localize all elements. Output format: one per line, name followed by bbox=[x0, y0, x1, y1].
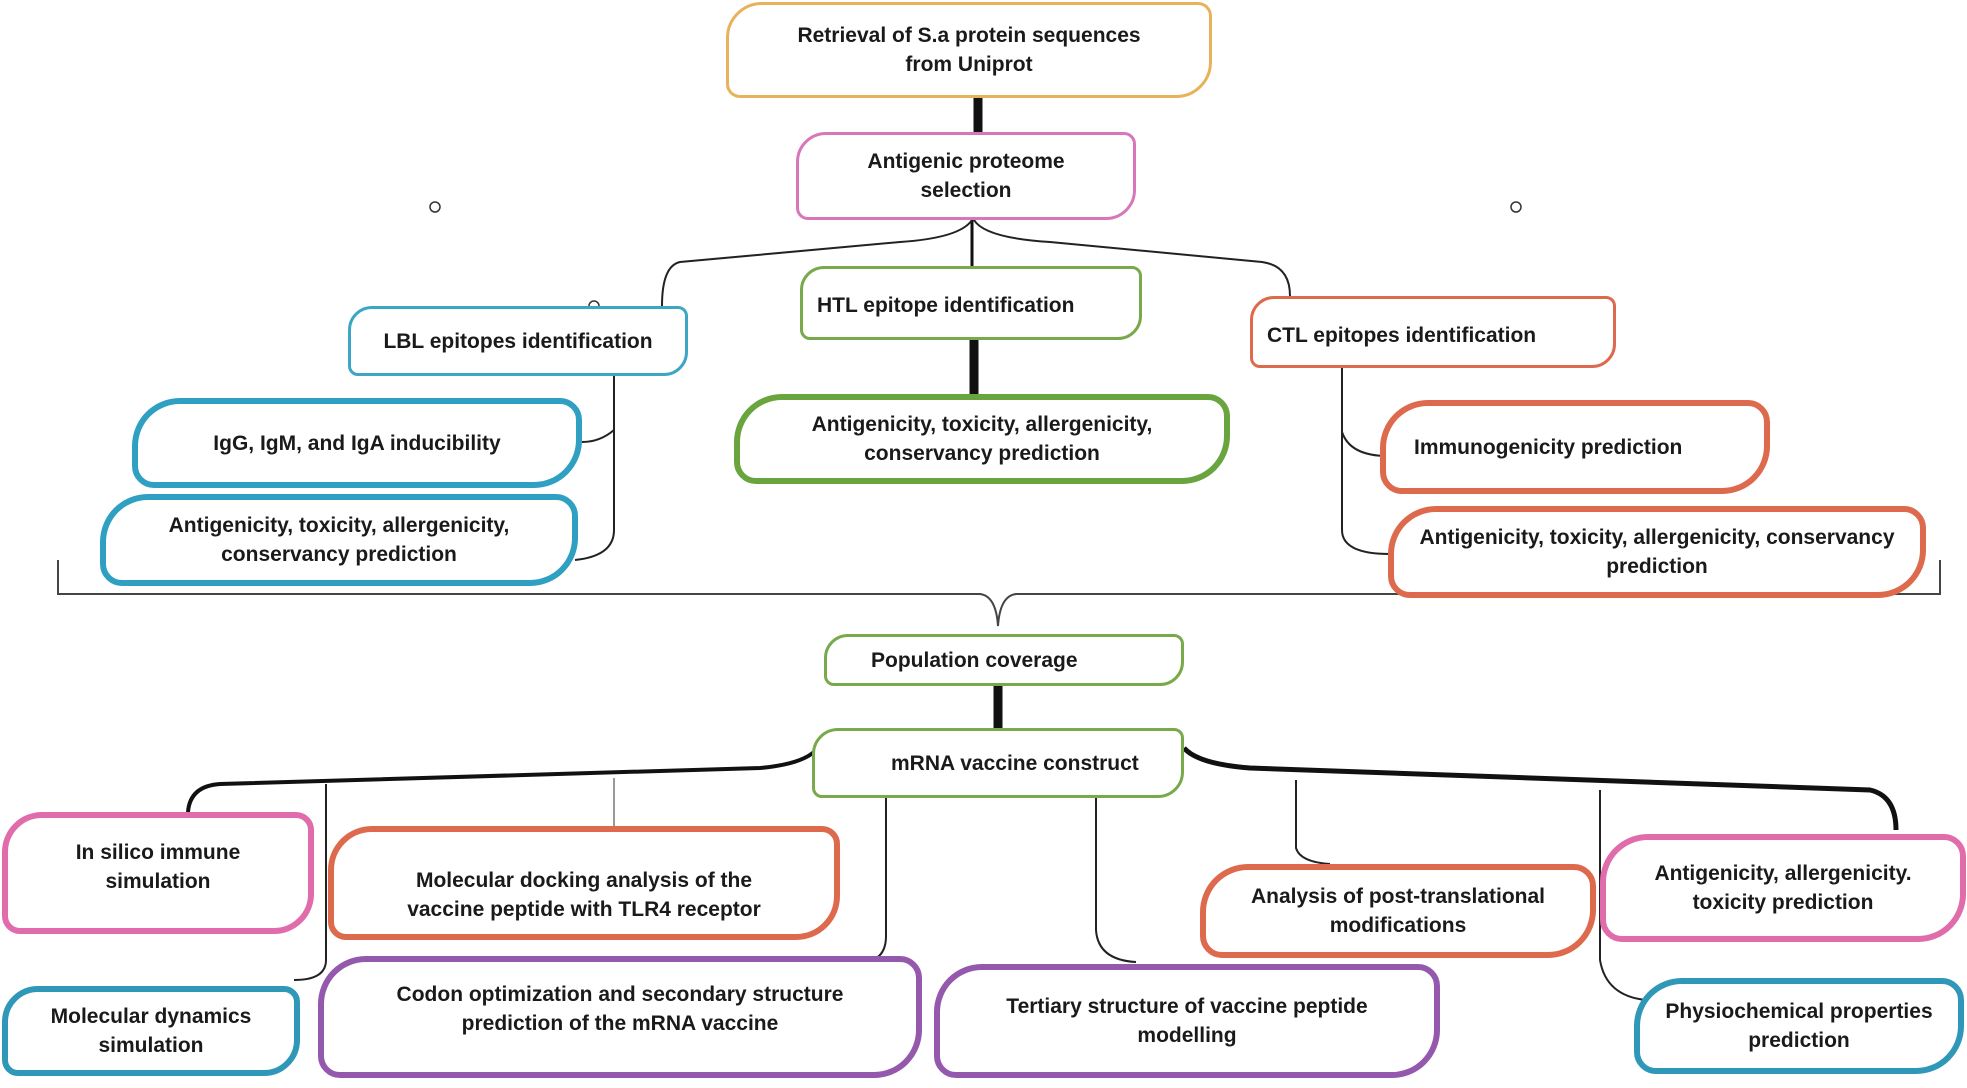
connector-md bbox=[293, 784, 327, 981]
node-ctl-label: CTL epitopes identification bbox=[1267, 324, 1537, 347]
node-ptm-label: Analysis of post-translational modificat… bbox=[1250, 885, 1546, 937]
node-ctl-prediction: Antigenicity, toxicity, allergenicity, c… bbox=[1388, 506, 1926, 598]
node-docking-label: Molecular docking analysis of the vaccin… bbox=[407, 869, 761, 921]
connector-mrna-right bbox=[1182, 746, 1899, 831]
connector-lbl-bracket bbox=[574, 376, 615, 561]
node-htl-label: HTL epitope identification bbox=[817, 294, 1075, 317]
node-igg-label: IgG, IgM, and IgA inducibility bbox=[213, 431, 501, 455]
node-ctl: CTL epitopes identification bbox=[1250, 296, 1616, 368]
node-immunogenicity-label: Immunogenicity prediction bbox=[1414, 435, 1683, 459]
node-physiochemical: Physiochemical properties prediction bbox=[1634, 978, 1964, 1074]
node-retrieval-label: Retrieval of S.a protein sequences from … bbox=[797, 24, 1141, 76]
marker-circle bbox=[429, 201, 441, 213]
node-lbl-prediction-label: Antigenicity, toxicity, allergenicity, c… bbox=[168, 514, 510, 566]
connector-ctl-bracket bbox=[1341, 368, 1391, 555]
connector-ptm bbox=[1295, 780, 1331, 865]
node-codon-optimization: Codon optimization and secondary structu… bbox=[318, 956, 922, 1078]
marker-circle bbox=[1510, 201, 1522, 213]
node-docking: Molecular docking analysis of the vaccin… bbox=[328, 826, 840, 940]
connector-codon bbox=[859, 798, 887, 963]
node-immunogenicity: Immunogenicity prediction bbox=[1380, 400, 1770, 494]
node-antigenic-selection: Antigenic proteome selection bbox=[796, 132, 1136, 220]
node-htl-prediction-label: Antigenicity, toxicity, allergenicity, c… bbox=[811, 413, 1153, 465]
node-tertiary-structure: Tertiary structure of vaccine peptide mo… bbox=[934, 964, 1440, 1078]
connector-physio bbox=[1599, 790, 1647, 1001]
connector-mrna-left bbox=[186, 746, 820, 813]
node-lbl: LBL epitopes identification bbox=[348, 306, 688, 376]
node-aat-label: Antigenicity, allergenicity. toxicity pr… bbox=[1654, 862, 1912, 914]
node-antigenic-selection-label: Antigenic proteome selection bbox=[867, 150, 1065, 202]
node-htl-prediction: Antigenicity, toxicity, allergenicity, c… bbox=[734, 394, 1230, 484]
node-mrna-construct: mRNA vaccine construct bbox=[812, 728, 1184, 798]
node-population-coverage: Population coverage bbox=[824, 634, 1184, 686]
node-ptm-analysis: Analysis of post-translational modificat… bbox=[1200, 864, 1596, 958]
node-lbl-prediction: Antigenicity, toxicity, allergenicity, c… bbox=[100, 494, 578, 586]
connector-lbl-igg bbox=[581, 429, 615, 443]
node-htl: HTL epitope identification bbox=[800, 266, 1142, 340]
node-physio-label: Physiochemical properties prediction bbox=[1665, 1000, 1933, 1052]
node-ctl-prediction-label: Antigenicity, toxicity, allergenicity, c… bbox=[1419, 526, 1895, 578]
node-immune-simulation: In silico immune simulation bbox=[2, 812, 314, 934]
large-brace bbox=[57, 560, 1941, 627]
node-md-simulation-label: Molecular dynamics simulation bbox=[50, 1005, 252, 1057]
node-retrieval: Retrieval of S.a protein sequences from … bbox=[726, 2, 1212, 98]
node-antigenicity-allergenicity: Antigenicity, allergenicity. toxicity pr… bbox=[1600, 834, 1966, 942]
connector-antigenic-lbl bbox=[661, 219, 973, 307]
node-lbl-label: LBL epitopes identification bbox=[383, 329, 653, 353]
node-immune-simulation-label: In silico immune simulation bbox=[75, 841, 241, 893]
connector-antigenic-ctl bbox=[973, 219, 1291, 297]
node-igg-inducibility: IgG, IgM, and IgA inducibility bbox=[132, 398, 582, 488]
node-md-simulation: Molecular dynamics simulation bbox=[2, 986, 300, 1076]
node-population-label: Population coverage bbox=[871, 648, 1078, 672]
node-tertiary-label: Tertiary structure of vaccine peptide mo… bbox=[1006, 995, 1368, 1047]
node-codon-label: Codon optimization and secondary structu… bbox=[396, 983, 844, 1035]
connector-tertiary bbox=[1095, 790, 1137, 963]
node-mrna-label: mRNA vaccine construct bbox=[891, 751, 1139, 775]
